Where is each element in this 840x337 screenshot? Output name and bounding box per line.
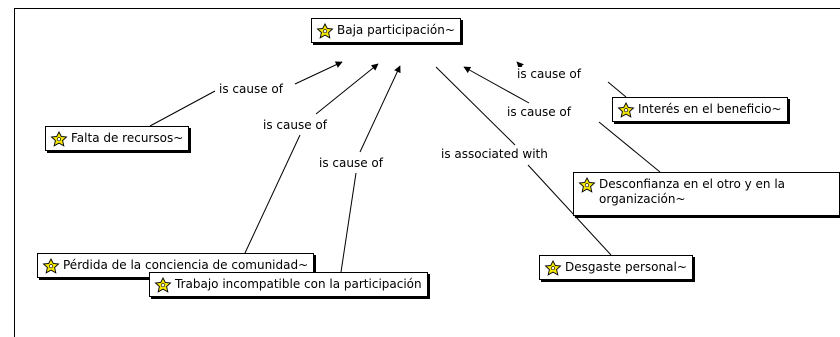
connector-falta-to-baja: [294, 61, 343, 85]
canvas-frame-left: [14, 8, 15, 337]
concept-desgaste-personal[interactable]: Desgaste personal~: [539, 255, 693, 280]
concept-trabajo-incompatible[interactable]: Trabajo incompatible con la participació…: [149, 272, 428, 297]
link-label-desconfianza-baja: is cause of: [506, 105, 572, 119]
concept-label: Baja participación~: [337, 23, 455, 37]
link-label-trabajo-baja: is cause of: [318, 156, 384, 170]
concept-interes-beneficio[interactable]: Interés en el beneficio~: [612, 97, 788, 122]
link-label-falta-baja: is cause of: [218, 82, 284, 96]
concept-label: Pérdida de la conciencia de comunidad~: [63, 258, 309, 272]
concept-star-icon: [42, 258, 60, 274]
concept-star-icon: [50, 131, 68, 147]
link-label-interes-baja: is cause of: [516, 67, 582, 81]
concept-falta-de-recursos[interactable]: Falta de recursos~: [45, 126, 190, 151]
concept-star-icon: [578, 177, 596, 193]
connector-falta-to-label: [149, 90, 216, 127]
concept-star-icon: [154, 277, 172, 293]
link-label-baja-desgaste: is associated with: [440, 147, 549, 161]
connector-perdida-label-to-baja: [315, 63, 379, 115]
concept-baja-participacion[interactable]: Baja participación~: [311, 18, 461, 43]
concept-star-icon: [316, 23, 334, 39]
concept-label: Desconfianza en el otro y en la organiza…: [599, 177, 786, 206]
canvas-frame-top: [14, 8, 840, 9]
concept-star-icon: [617, 102, 635, 118]
connector-trabajo-to-label: [340, 172, 357, 273]
connector-baja-to-label: [435, 66, 516, 146]
connector-desconfianza-label-to-baja: [463, 66, 530, 104]
connector-trabajo-label-to-baja: [359, 65, 401, 153]
concept-star-icon: [544, 260, 562, 276]
connector-perdida-to-label: [244, 134, 301, 254]
connector-desconfianza-to-label: [598, 121, 661, 173]
concept-label: Falta de recursos~: [71, 131, 184, 145]
connector-label-to-desgaste: [527, 164, 612, 256]
concept-label: Interés en el beneficio~: [638, 102, 782, 116]
connector-interes-to-label: [607, 81, 627, 98]
concept-label: Desgaste personal~: [565, 260, 687, 274]
link-label-perdida-baja: is cause of: [262, 118, 328, 132]
concept-label: Trabajo incompatible con la participació…: [175, 277, 422, 291]
concept-desconfianza[interactable]: Desconfianza en el otro y en la organiza…: [573, 172, 840, 216]
